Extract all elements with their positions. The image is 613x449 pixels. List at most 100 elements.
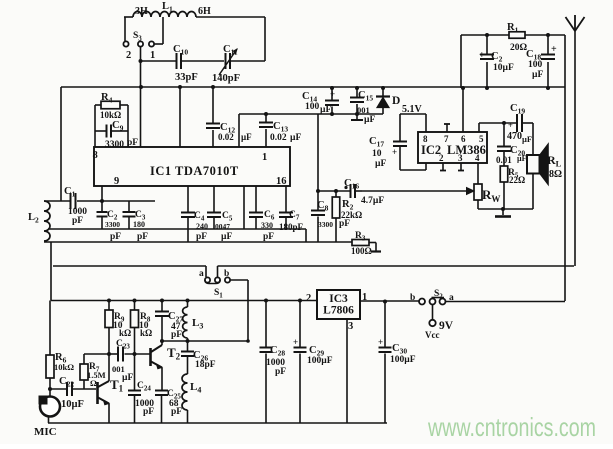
svg-text:20Ω: 20Ω: [510, 43, 528, 53]
svg-text:001: 001: [112, 364, 125, 374]
svg-text:47: 47: [171, 322, 181, 332]
svg-text:C16: C16: [344, 178, 359, 191]
svg-text:1: 1: [262, 152, 267, 163]
svg-text:100µF: 100µF: [390, 355, 416, 365]
svg-text:C2: C2: [491, 51, 503, 64]
svg-text:C19: C19: [510, 103, 525, 116]
svg-text:2: 2: [306, 293, 311, 304]
svg-text:R9: R9: [114, 312, 125, 324]
svg-text:C29: C29: [309, 345, 324, 358]
svg-text:R4: R4: [101, 92, 113, 105]
svg-text:Vcc: Vcc: [425, 330, 440, 340]
svg-text:180pF: 180pF: [279, 222, 304, 232]
svg-text:1: 1: [362, 292, 367, 303]
svg-text:R1: R1: [507, 22, 519, 35]
svg-text:68: 68: [169, 399, 179, 409]
svg-text:8: 8: [423, 134, 428, 144]
svg-text:180: 180: [133, 220, 145, 229]
svg-text:µF: µF: [375, 159, 386, 169]
svg-text:R8: R8: [140, 312, 151, 324]
svg-text:10: 10: [113, 321, 123, 331]
svg-text:22kΩ: 22kΩ: [341, 210, 362, 220]
svg-text:IC1 TDA7010T: IC1 TDA7010T: [150, 164, 239, 178]
svg-text:9V: 9V: [439, 320, 454, 332]
svg-text:C9: C9: [112, 120, 124, 133]
svg-text:0.02: 0.02: [270, 133, 287, 143]
svg-text:330: 330: [261, 221, 273, 230]
svg-text:µF: µF: [290, 133, 301, 143]
svg-text:+: +: [508, 120, 513, 130]
svg-text:pF: pF: [171, 330, 182, 340]
svg-text:1000: 1000: [68, 207, 87, 217]
svg-text:µF: µF: [364, 115, 375, 125]
svg-text:C7: C7: [289, 210, 300, 222]
svg-text:10kΩ: 10kΩ: [100, 110, 121, 120]
svg-text:9: 9: [114, 176, 119, 187]
svg-text:470: 470: [507, 131, 522, 142]
svg-text:8: 8: [93, 150, 98, 161]
svg-text:5: 5: [479, 134, 484, 144]
svg-text:C18: C18: [526, 49, 541, 62]
svg-text:10: 10: [372, 149, 382, 159]
svg-text:µF: µF: [122, 373, 133, 383]
svg-text:16: 16: [276, 176, 287, 187]
svg-text:pF: pF: [196, 232, 207, 242]
svg-text:Ω: Ω: [90, 378, 97, 388]
svg-text:8Ω: 8Ω: [549, 169, 562, 180]
svg-text:pF: pF: [110, 232, 121, 242]
svg-text:0.01: 0.01: [496, 155, 512, 165]
svg-text:C5: C5: [222, 211, 233, 223]
svg-text:C2: C2: [107, 210, 118, 222]
svg-text:18pF: 18pF: [195, 360, 216, 370]
svg-text:µF: µF: [532, 70, 543, 80]
svg-text:µF: µF: [517, 154, 527, 163]
svg-text:C11: C11: [223, 44, 238, 57]
svg-text:+: +: [330, 89, 335, 99]
svg-text:C14: C14: [302, 91, 317, 104]
svg-text:R6: R6: [55, 352, 67, 365]
svg-text:kΩ: kΩ: [119, 328, 131, 338]
svg-text:a: a: [199, 269, 204, 279]
svg-text:7: 7: [444, 134, 449, 144]
svg-text:a: a: [449, 293, 454, 303]
svg-text:100: 100: [528, 60, 543, 70]
svg-text:22Ω: 22Ω: [509, 175, 525, 185]
svg-text:C1: C1: [64, 186, 76, 199]
svg-text:R3: R3: [355, 231, 366, 243]
svg-text:S2: S2: [434, 289, 443, 301]
svg-text:+: +: [392, 147, 397, 157]
svg-text:2: 2: [126, 50, 131, 61]
svg-text:IC3: IC3: [329, 293, 348, 305]
svg-text:R5: R5: [508, 168, 519, 180]
svg-text:µF: µF: [320, 105, 331, 115]
svg-text:+: +: [378, 337, 383, 347]
svg-text:1: 1: [150, 50, 155, 61]
svg-text:C15: C15: [358, 90, 373, 103]
svg-text:L3: L3: [192, 317, 203, 331]
svg-text:µF: µF: [522, 134, 532, 144]
svg-text:C17: C17: [369, 136, 384, 149]
svg-text:+: +: [479, 50, 485, 61]
svg-text:0047: 0047: [215, 222, 230, 231]
svg-text:C30: C30: [392, 343, 407, 356]
svg-text:10µF: 10µF: [61, 399, 84, 410]
svg-text:IC2: IC2: [421, 143, 441, 157]
svg-text:C27: C27: [168, 311, 183, 324]
svg-text:10µF: 10µF: [493, 63, 514, 73]
svg-text:kΩ: kΩ: [140, 328, 152, 338]
svg-text:C4: C4: [194, 211, 205, 223]
svg-text:C26: C26: [193, 350, 208, 363]
svg-text:C6: C6: [264, 210, 275, 222]
svg-text:pF: pF: [171, 407, 182, 417]
svg-text:pF: pF: [127, 138, 138, 148]
svg-text:100Ω: 100Ω: [351, 246, 372, 256]
svg-text:pF: pF: [72, 216, 83, 226]
svg-text:pF: pF: [339, 219, 350, 229]
svg-text:pF: pF: [263, 232, 274, 242]
svg-text:R2: R2: [342, 199, 354, 212]
svg-text:3: 3: [348, 321, 353, 332]
svg-text:C24: C24: [137, 381, 151, 393]
svg-text:100: 100: [305, 102, 320, 112]
svg-text:R7: R7: [89, 362, 100, 374]
svg-text:pF: pF: [275, 367, 286, 377]
